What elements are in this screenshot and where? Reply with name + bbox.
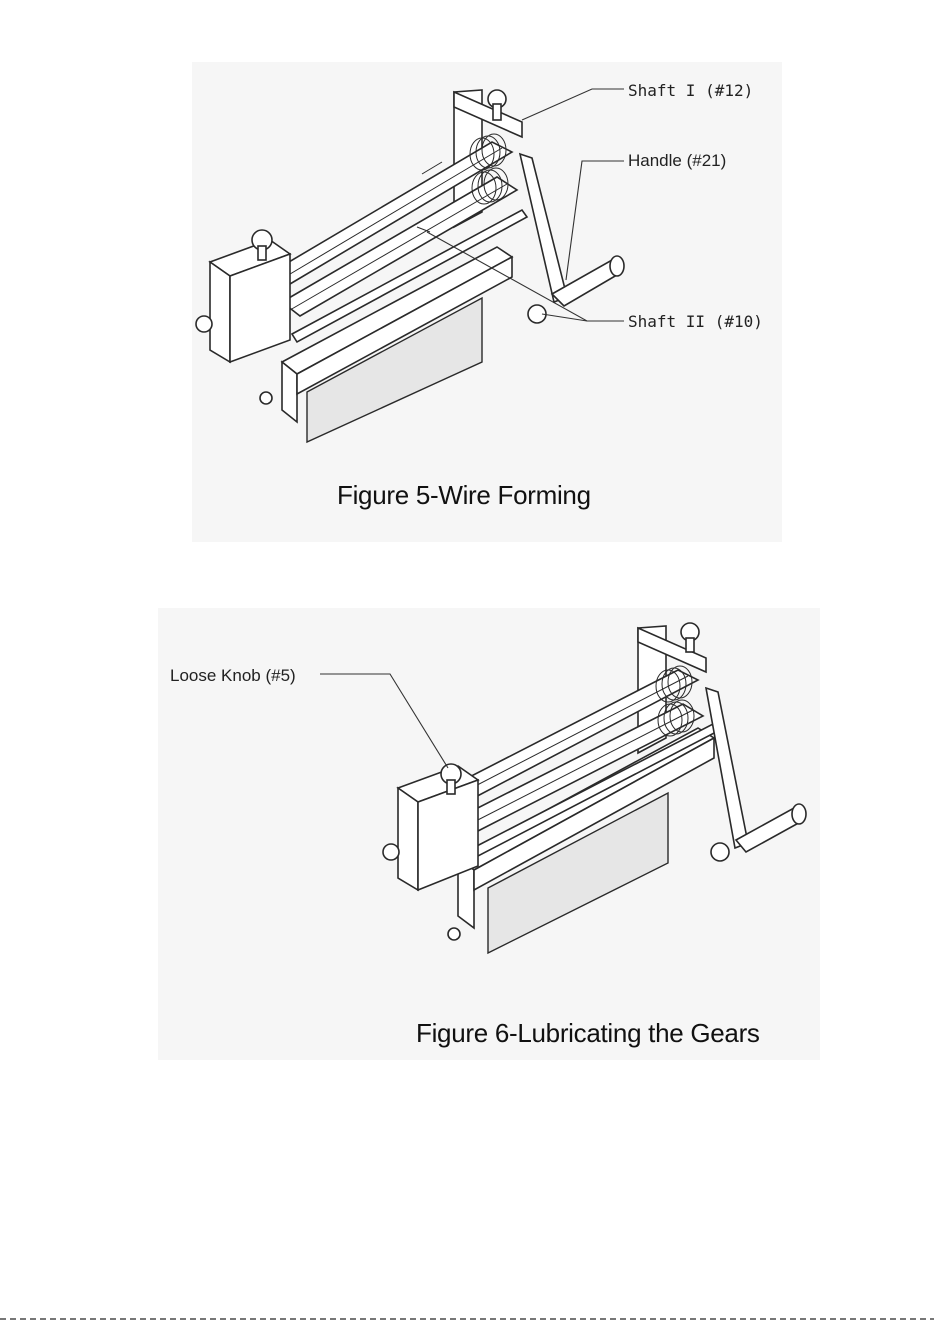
handle-label: Handle (#21): [628, 151, 726, 171]
figure-6-panel: Loose Knob (#5) Figure 6-Lubricating the…: [158, 608, 820, 1060]
figure-5-caption: Figure 5-Wire Forming: [337, 480, 591, 511]
shaft-2-label: Shaft II (#10): [628, 312, 763, 331]
shaft-1-label: Shaft I (#12): [628, 81, 753, 100]
loose-knob-label: Loose Knob (#5): [170, 666, 296, 686]
page-bottom-rule: [0, 1318, 934, 1320]
figure-5-panel: Shaft I (#12) Handle (#21) Shaft II (#10…: [192, 62, 782, 542]
figure-6-caption: Figure 6-Lubricating the Gears: [416, 1018, 760, 1049]
wire-forming-machine-drawing: [192, 62, 782, 542]
